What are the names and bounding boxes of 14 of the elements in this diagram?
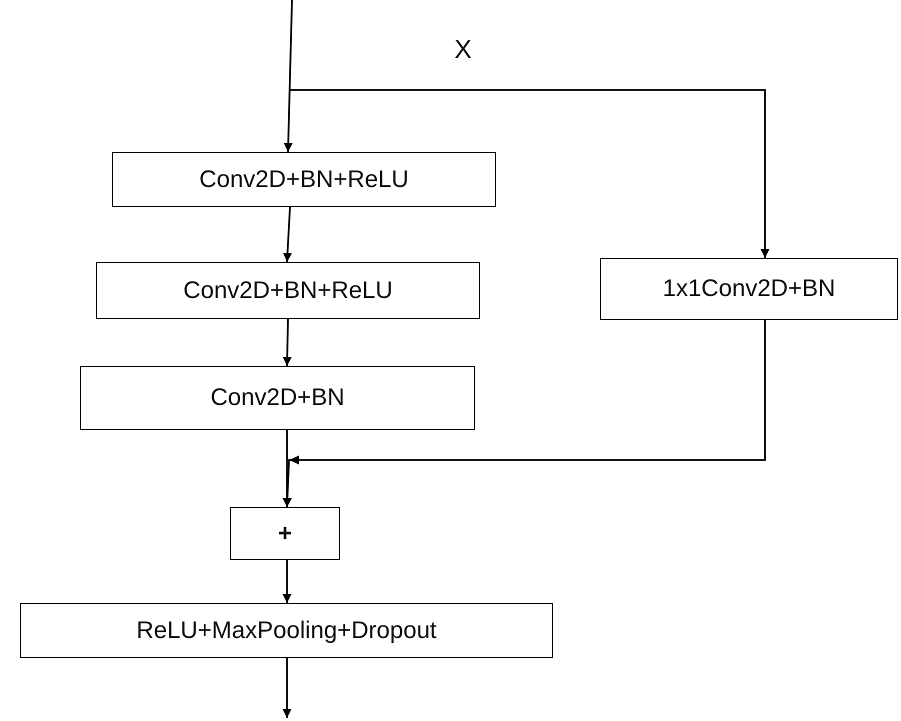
process-box: Conv2D+BN+ReLU [96,262,480,319]
input-label: X [454,34,472,65]
process-box: Conv2D+BN+ReLU [112,152,496,207]
arrow [282,318,292,366]
arrow [284,0,293,152]
arrow [283,206,292,262]
arrow [282,658,292,718]
process-box: 1x1Conv2D+BN [600,258,898,320]
arrow [282,320,766,508]
process-box: Conv2D+BN [80,366,475,430]
process-box: + [230,507,340,560]
arrow [290,89,770,258]
arrow [282,560,292,603]
process-box: ReLU+MaxPooling+Dropout [20,603,553,658]
